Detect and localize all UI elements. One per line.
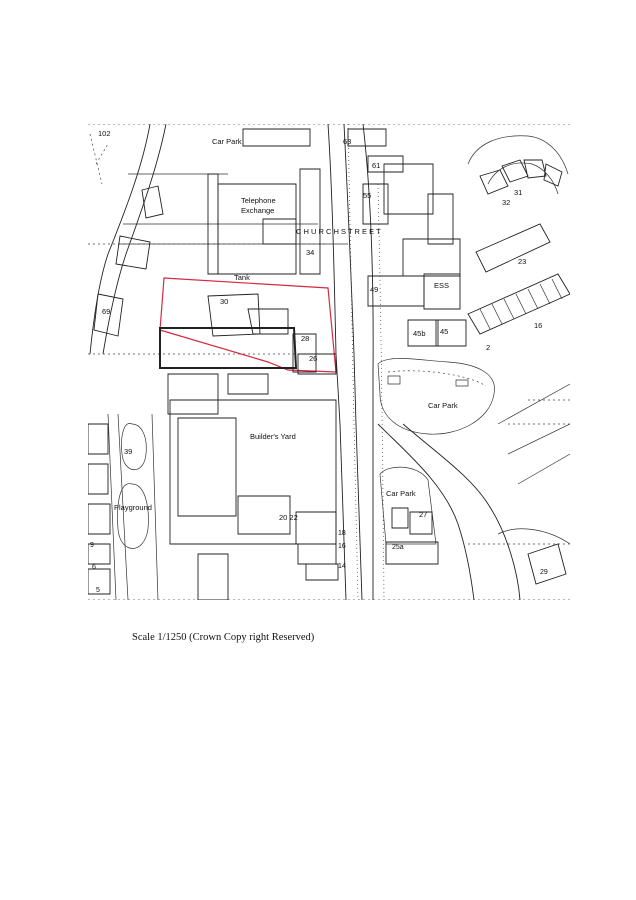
label-9: 9 xyxy=(90,542,94,549)
label-25a: 25a xyxy=(392,544,404,551)
building-20-22 xyxy=(237,495,291,535)
west-lane-edge xyxy=(102,124,167,355)
site-location-map: 102 Car Park 63 61 55 31 32 Telephone Ex… xyxy=(88,124,570,600)
church-street-west-edge xyxy=(327,124,347,600)
label-49: 49 xyxy=(370,285,378,294)
building-23 xyxy=(475,223,551,273)
scale-caption: Scale 1/1250 (Crown Copy right Reserved) xyxy=(132,632,315,643)
building-29-curve xyxy=(497,528,570,545)
building-west-2 xyxy=(141,185,164,219)
label-39: 39 xyxy=(124,447,132,456)
label-ess: ESS xyxy=(434,281,449,290)
label-102: 102 xyxy=(98,129,111,138)
pond-oval xyxy=(121,423,147,471)
building-63 xyxy=(347,128,387,147)
label-14: 14 xyxy=(338,563,346,570)
label-28: 28 xyxy=(301,334,309,343)
label-6: 6 xyxy=(92,564,96,571)
east-dash-lines xyxy=(468,399,570,545)
label-builders-yard: Builder's Yard xyxy=(250,432,296,441)
label-27: 27 xyxy=(419,510,427,519)
label-18: 18 xyxy=(338,530,346,537)
label-29: 29 xyxy=(540,569,548,576)
building-28 xyxy=(292,333,317,373)
west-boundary xyxy=(89,133,109,185)
label-tank: Tank xyxy=(234,273,250,282)
label-20-22: 20 22 xyxy=(279,513,298,522)
label-55: 55 xyxy=(363,191,371,200)
crescent-inner xyxy=(487,162,559,195)
building-16 xyxy=(297,543,337,565)
yard-north-plot xyxy=(167,373,219,415)
building-ess xyxy=(423,273,461,310)
terrace-16-outer xyxy=(467,273,570,335)
car-park-low-outline xyxy=(379,466,437,545)
building-61 xyxy=(367,155,404,173)
label-23: 23 xyxy=(518,257,526,266)
terrace-55 xyxy=(383,163,434,215)
label-31: 31 xyxy=(514,188,522,197)
label-69: 69 xyxy=(102,307,110,316)
building-49-block xyxy=(402,238,461,277)
building-26 xyxy=(297,353,337,375)
car-park-mid-dash xyxy=(387,370,487,387)
building-55 xyxy=(362,183,389,225)
label-telephone: Telephone xyxy=(241,196,276,205)
exchange-annex xyxy=(207,173,219,275)
label-61: 61 xyxy=(372,161,380,170)
label-exchange: Exchange xyxy=(241,206,274,215)
church-street-east-edge xyxy=(343,124,363,600)
building-45 xyxy=(435,319,467,347)
crescent-outer xyxy=(467,135,569,175)
exchange-east-building xyxy=(299,168,321,275)
se-road-east xyxy=(402,423,521,600)
building-east-upper xyxy=(427,193,454,245)
exchange-wing xyxy=(262,218,297,245)
label-63: 63 xyxy=(343,137,351,146)
label-45b: 45b xyxy=(413,329,426,338)
church-street-centre xyxy=(347,124,359,600)
label-16b: 16 xyxy=(338,543,346,550)
builders-yard-building xyxy=(177,417,237,517)
yard-north-plot-2 xyxy=(227,373,269,395)
west-lane xyxy=(89,124,151,355)
site-building-annex xyxy=(247,308,289,335)
playground-area xyxy=(117,483,149,549)
yard-south-building xyxy=(197,553,229,600)
builders-yard-plot xyxy=(169,399,337,545)
west-strip-lines xyxy=(107,413,159,600)
building-25a xyxy=(385,541,439,565)
east-road-line xyxy=(377,183,385,600)
label-car-park-top: Car Park xyxy=(212,137,242,146)
east-road-edge xyxy=(362,124,374,600)
label-34: 34 xyxy=(306,248,314,257)
building-west-1 xyxy=(115,235,151,270)
west-terrace xyxy=(88,423,111,595)
adjacent-plot-heavy xyxy=(159,327,298,369)
label-45: 45 xyxy=(440,327,448,336)
label-26: 26 xyxy=(309,354,317,363)
se-road-west xyxy=(377,423,475,600)
car-park-mid-markers xyxy=(387,375,469,387)
crescent-houses xyxy=(479,159,563,195)
label-2: 2 xyxy=(486,343,490,352)
label-5: 5 xyxy=(96,587,100,594)
building-14 xyxy=(305,563,339,581)
building-29 xyxy=(527,543,567,585)
building-27 xyxy=(391,507,433,535)
label-car-park-low: Car Park xyxy=(386,489,416,498)
building-69 xyxy=(93,293,124,337)
label-30: 30 xyxy=(220,297,228,306)
car-park-mid-outline xyxy=(377,358,495,435)
label-playground: Playground xyxy=(114,503,152,512)
car-park-top-building xyxy=(242,128,311,147)
label-16: 16 xyxy=(534,321,542,330)
east-plot-lines xyxy=(497,383,570,485)
label-32: 32 xyxy=(502,198,510,207)
building-18 xyxy=(295,511,337,545)
label-church-street: C H U R C H S T R E E T xyxy=(296,227,381,236)
terrace-16-divisions xyxy=(479,278,563,330)
label-car-park-mid: Car Park xyxy=(428,401,458,410)
